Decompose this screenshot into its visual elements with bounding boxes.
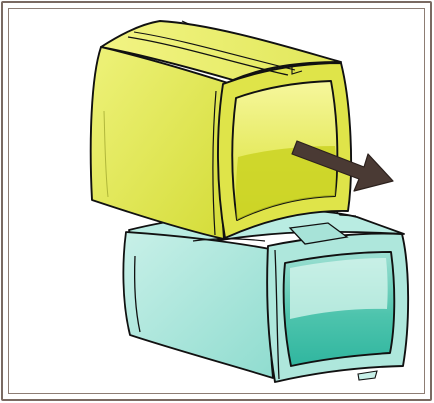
tube-illustration [9,9,424,393]
illustration [9,9,424,393]
top-tube-front-face [91,47,228,239]
top-tube [91,21,351,239]
bottom-tube [123,210,408,382]
bottom-tube-front-face [123,232,275,378]
